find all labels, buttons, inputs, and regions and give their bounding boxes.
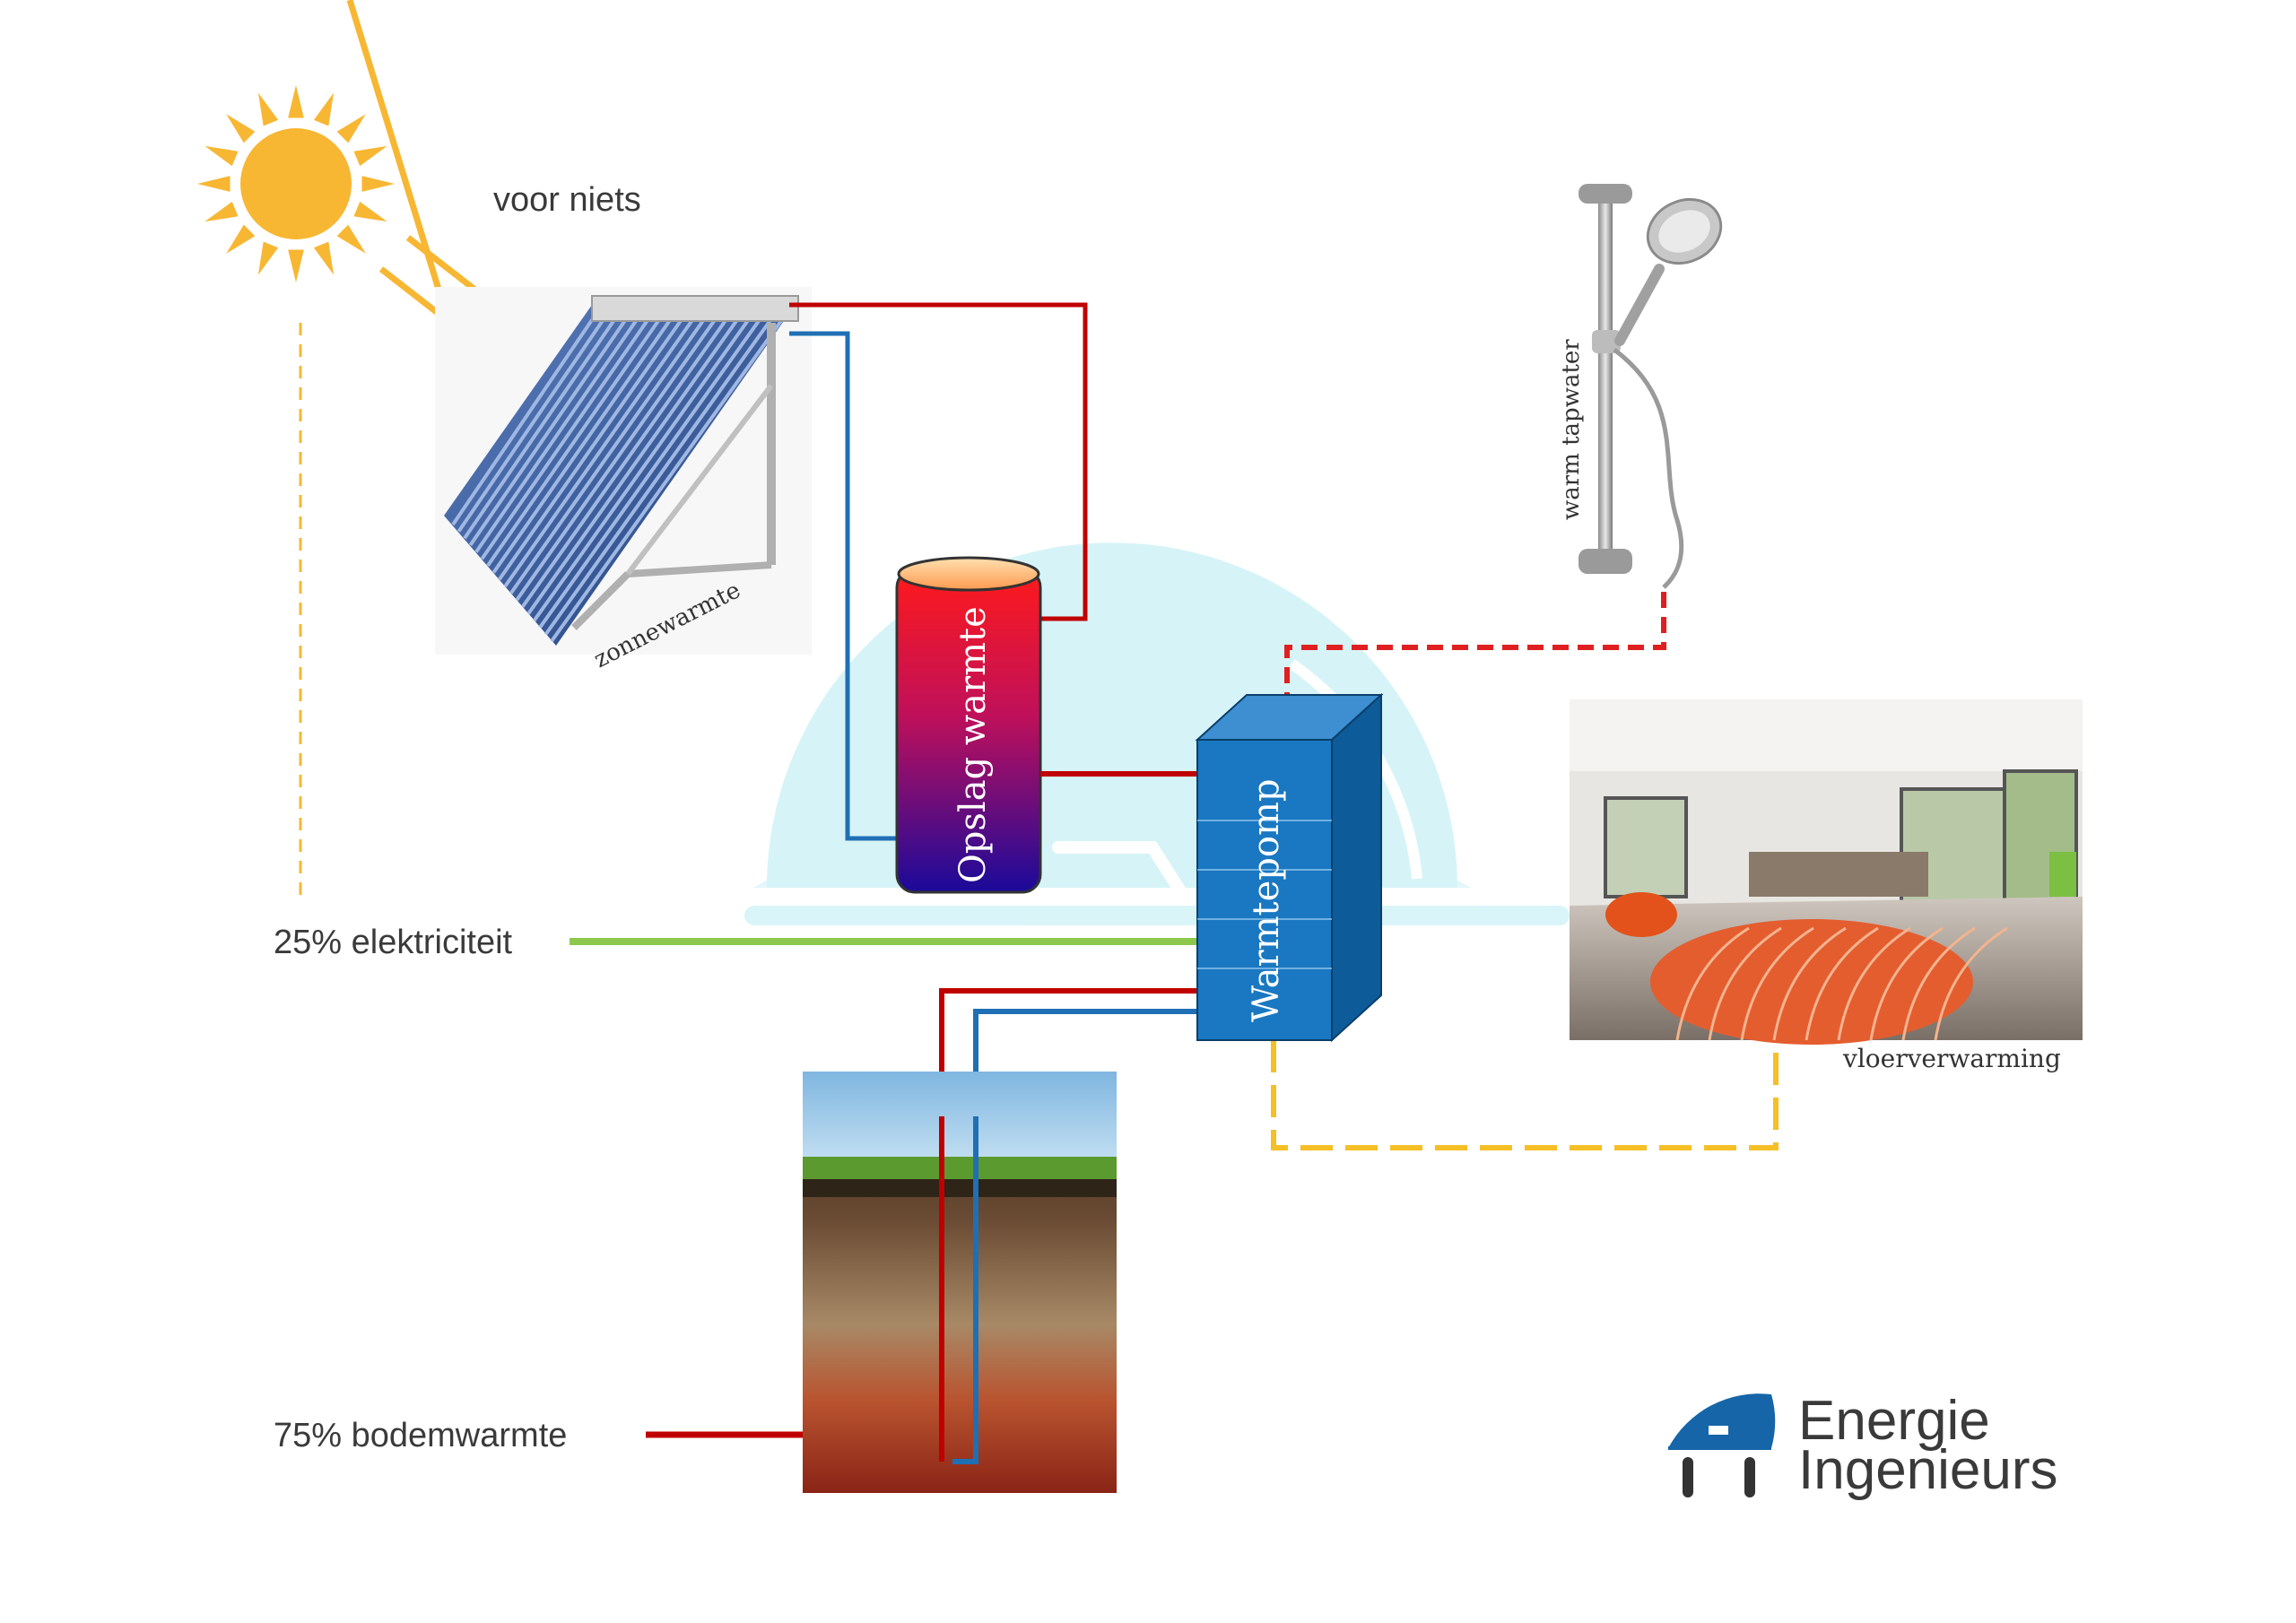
- sun-ray: [288, 249, 304, 282]
- collector-tube: [491, 307, 681, 574]
- sun-ray: [288, 85, 304, 118]
- sun-ray: [226, 114, 256, 143]
- collector-tube: [538, 305, 771, 629]
- floor-heating-room-image: [1570, 699, 2083, 1045]
- collector-tube: [498, 306, 691, 581]
- collector-tube: [509, 306, 715, 595]
- solar-loop-pipes: [789, 302, 1088, 841]
- collector-tube: [474, 307, 647, 553]
- collector-tube: [526, 305, 749, 615]
- floor-heating-dashed-loop: [1271, 1040, 1779, 1150]
- floor-heating-pipe: [1837, 926, 1911, 1041]
- sun-ray: [257, 241, 279, 275]
- collector-tube: [544, 305, 782, 636]
- collector-tube: [521, 306, 737, 608]
- electricity-label: 25% elektriciteit: [274, 924, 513, 961]
- sun-icon: [197, 85, 395, 282]
- floor-heating-pipe: [1740, 926, 1814, 1041]
- collector-tube: [550, 304, 794, 643]
- floor-heating-label: vloerverwarming: [1842, 1044, 2061, 1073]
- shower-image: warm tapwater: [1558, 184, 1723, 589]
- floor-heating-pipe: [1708, 926, 1782, 1041]
- sun-ray: [197, 176, 230, 192]
- collector-tube: [515, 306, 726, 602]
- sun-ray: [257, 92, 279, 126]
- storage-label: Opslag warmte: [952, 606, 994, 883]
- sun-ray: [353, 201, 387, 222]
- floor-heating-pipe: [1675, 926, 1750, 1041]
- floor-heating-pipe: [1901, 926, 1976, 1041]
- collector-tube: [503, 306, 703, 587]
- collector-tube: [463, 308, 623, 540]
- collector-tube: [468, 308, 635, 547]
- sun-ray: [313, 92, 335, 126]
- brand-logo: Energie Ingenieurs: [1668, 1390, 2058, 1501]
- ground-layers-image: [803, 1072, 1117, 1493]
- background-dome: [744, 542, 1570, 925]
- tap-water-dashed-line: [1284, 587, 1666, 708]
- collector-tube: [480, 307, 657, 560]
- heat-pump: Warmtepomp: [1195, 692, 1384, 1043]
- collector-tube: [451, 308, 601, 526]
- collector-tube: [486, 307, 669, 568]
- collector-tube: [532, 305, 760, 622]
- sun-ray: [313, 241, 335, 275]
- sun-ray: [353, 145, 387, 167]
- floor-heating-pipe: [1805, 926, 1879, 1041]
- hot-tap-water-label: warm tapwater: [1558, 339, 1585, 520]
- heat-pump-label: Warmtepomp: [1246, 778, 1287, 1022]
- collector-tube: [457, 308, 613, 533]
- sun-free-label: voor niets: [493, 181, 641, 219]
- sun-ray: [361, 176, 395, 192]
- ground-heat-label: 75% bodemwarmte: [274, 1417, 567, 1454]
- sun-ray: [226, 224, 256, 254]
- logo-line1: Energie: [1798, 1390, 1990, 1452]
- solar-collector-image: zonnewarmte: [435, 287, 812, 673]
- floor-heating-pipe: [1934, 926, 2008, 1041]
- dome-logo-icon: [1668, 1393, 1776, 1497]
- logo-line2: Ingenieurs: [1798, 1439, 2058, 1501]
- storage-tank: Opslag warmte: [895, 556, 1042, 894]
- sun-ray: [336, 224, 366, 254]
- floor-heating-pipe: [1772, 926, 1847, 1041]
- sun-ray: [204, 201, 239, 222]
- floor-heating-pipe: [1869, 926, 1944, 1041]
- sun-ray: [204, 145, 239, 167]
- sun-ray: [336, 114, 366, 143]
